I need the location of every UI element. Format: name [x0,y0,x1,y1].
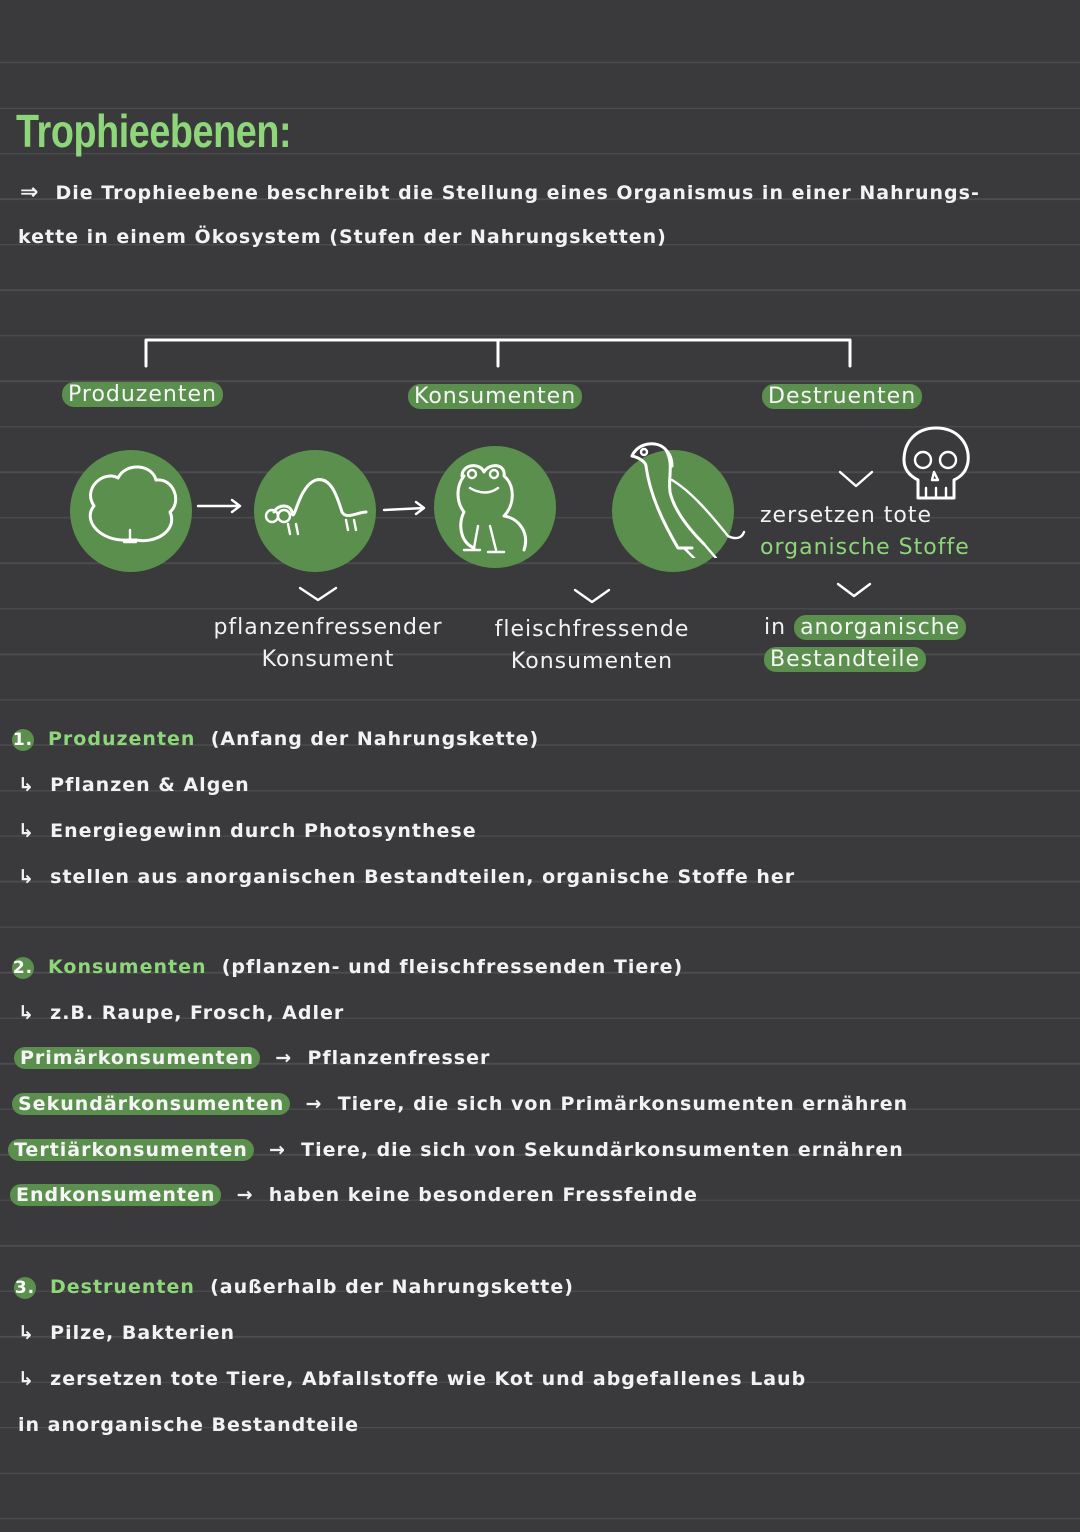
bullet-arrow-icon: ↳ [18,774,35,796]
consumer-type-row: Primärkonsumenten → Pflanzenfresser [14,1047,490,1069]
carnivore-circle-eagle [612,442,746,572]
consumer-term: Tertiärkonsumenten [8,1139,254,1161]
list-item: ↳ zersetzen tote Tiere, Abfallstoffe wie… [18,1368,807,1390]
category-produzenten: Produzenten [62,382,223,407]
consumer-type-row: Tertiärkonsumenten → Tiere, die sich von… [8,1139,904,1161]
continuation-line: in anorganische Bestandteile [18,1414,360,1436]
list-item: ↳ Pilze, Bakterien [18,1322,236,1344]
producer-circle [70,450,192,572]
arrow-right-icon: → [268,1139,286,1161]
label-herbivore: pflanzenfressender Konsument [213,615,443,672]
intro-line-1: ⇒Die Trophieebene beschreibt die Stellun… [20,180,980,205]
category-destruenten: Destruenten [762,384,923,409]
bullet-arrow-icon: ↳ [18,820,35,842]
consumer-term: Endkonsumenten [10,1184,222,1206]
intro-line-2: kette in einem Ökosystem (Stufen der Nah… [18,226,667,248]
label-result: in anorganische Bestandteile [764,612,967,676]
section-heading: 1.Produzenten (Anfang der Nahrungskette) [12,728,540,751]
bullet-arrow-icon: ↳ [18,866,35,888]
consumer-type-row: Endkonsumenten → haben keine besonderen … [10,1184,698,1206]
arrow-right-icon: → [275,1047,293,1069]
list-item: ↳ stellen aus anorganischen Bestandteile… [18,866,796,888]
section-heading: 3.Destruenten (außerhalb der Nahrungsket… [14,1276,574,1299]
page-title: Trophieebenen: [16,105,292,157]
carnivore-circle-frog [434,446,556,568]
skull-icon [902,426,970,500]
consumer-term: Sekundärkonsumenten [12,1093,291,1115]
decomposition-text: zersetzen tote organische Stoffe [760,503,970,560]
list-item: ↳ z.B. Raupe, Frosch, Adler [18,1002,345,1024]
consumer-term: Primärkonsumenten [14,1047,261,1069]
arrow-right-icon: → [305,1093,323,1115]
tree-icon [88,465,178,544]
diagram-lines [144,338,874,604]
implies-arrow: ⇒ [20,180,40,205]
eagle-icon [630,442,746,558]
arrow-right-icon: → [236,1184,254,1206]
bullet-arrow-icon: ↳ [18,1368,35,1390]
caterpillar-icon [264,478,368,536]
list-item: ↳ Pflanzen & Algen [18,774,250,796]
category-konsumenten: Konsumenten [408,384,583,409]
herbivore-circle [254,450,376,572]
bullet-arrow-icon: ↳ [18,1322,35,1344]
label-carnivore: fleischfressende Konsumenten [494,617,690,674]
frog-icon [456,464,527,554]
list-item: ↳ Energiegewinn durch Photosynthese [18,820,477,842]
consumer-type-row: Sekundärkonsumenten → Tiere, die sich vo… [12,1093,908,1115]
bullet-arrow-icon: ↳ [18,1002,35,1024]
section-heading: 2.Konsumenten (pflanzen- und fleischfres… [12,956,684,979]
